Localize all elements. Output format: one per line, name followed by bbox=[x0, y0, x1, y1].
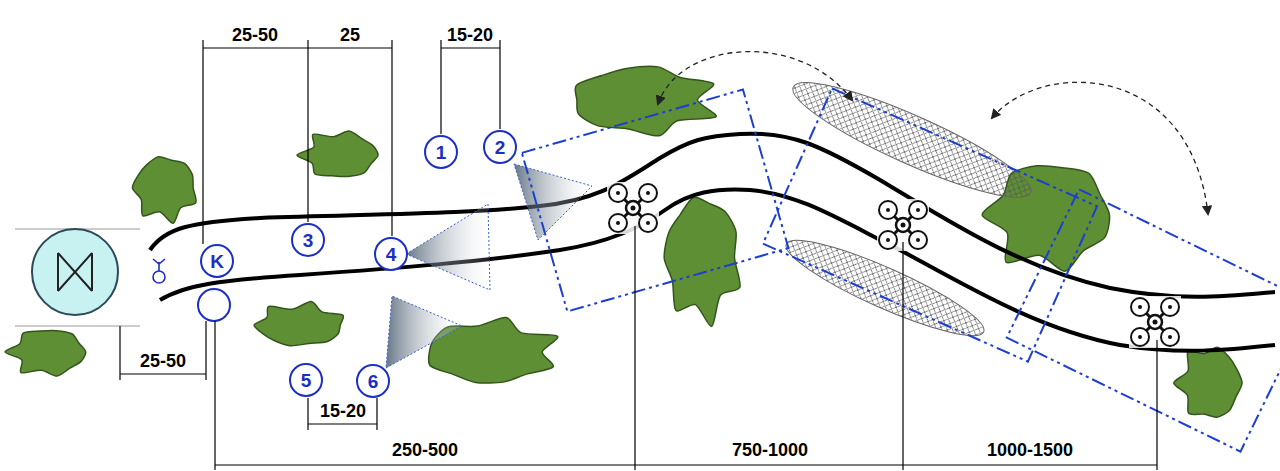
hatched-zone bbox=[783, 65, 1040, 215]
drones bbox=[607, 182, 1181, 348]
move-arrow bbox=[658, 52, 852, 104]
tree bbox=[664, 197, 740, 326]
callout-number: K bbox=[200, 244, 234, 278]
dimension-label: 25-50 bbox=[229, 26, 281, 46]
dimension-lines bbox=[120, 40, 1157, 470]
hatched-zone bbox=[778, 226, 992, 350]
drone-zone bbox=[763, 88, 1097, 361]
drone bbox=[607, 182, 659, 234]
antenna-symbol bbox=[153, 259, 165, 283]
tree bbox=[1174, 347, 1242, 417]
drone-zone bbox=[1007, 189, 1280, 451]
post-circle: 1 bbox=[424, 135, 458, 169]
dimension-label: 750-1000 bbox=[729, 441, 811, 461]
empty-post bbox=[198, 289, 230, 321]
callout-number: 2 bbox=[483, 130, 517, 164]
post-circle: 2 bbox=[483, 130, 517, 164]
dimension-label: 15-20 bbox=[444, 26, 496, 46]
trees bbox=[5, 66, 1242, 417]
view-cone bbox=[406, 204, 490, 290]
dimension-label: 250-500 bbox=[389, 441, 461, 461]
post-circle: 5 bbox=[289, 363, 323, 397]
tree bbox=[575, 66, 716, 135]
tree bbox=[254, 301, 343, 345]
post-circle: 4 bbox=[374, 237, 408, 271]
post-symbol bbox=[15, 229, 140, 326]
callout-number: 6 bbox=[356, 364, 390, 398]
drone-zone bbox=[522, 89, 789, 311]
dimension-label: 25-50 bbox=[137, 352, 189, 372]
tree bbox=[132, 157, 196, 224]
post-circle: 3 bbox=[291, 223, 325, 257]
callout-number: 4 bbox=[374, 237, 408, 271]
dimension-label: 25 bbox=[337, 26, 363, 46]
callout-number: 5 bbox=[289, 363, 323, 397]
dimension-label: 15-20 bbox=[317, 402, 369, 422]
tree bbox=[297, 131, 378, 176]
view-cone bbox=[514, 164, 592, 240]
view-cone bbox=[386, 296, 462, 368]
road-edge bbox=[160, 190, 1275, 351]
callout-number: 3 bbox=[291, 223, 325, 257]
post-circle: K bbox=[200, 244, 234, 278]
callout-number: 1 bbox=[424, 135, 458, 169]
tree bbox=[5, 331, 86, 377]
move-arrow bbox=[992, 82, 1208, 214]
drone bbox=[1129, 296, 1181, 348]
dimension-label: 1000-1500 bbox=[984, 441, 1076, 461]
post-circle: 6 bbox=[356, 364, 390, 398]
